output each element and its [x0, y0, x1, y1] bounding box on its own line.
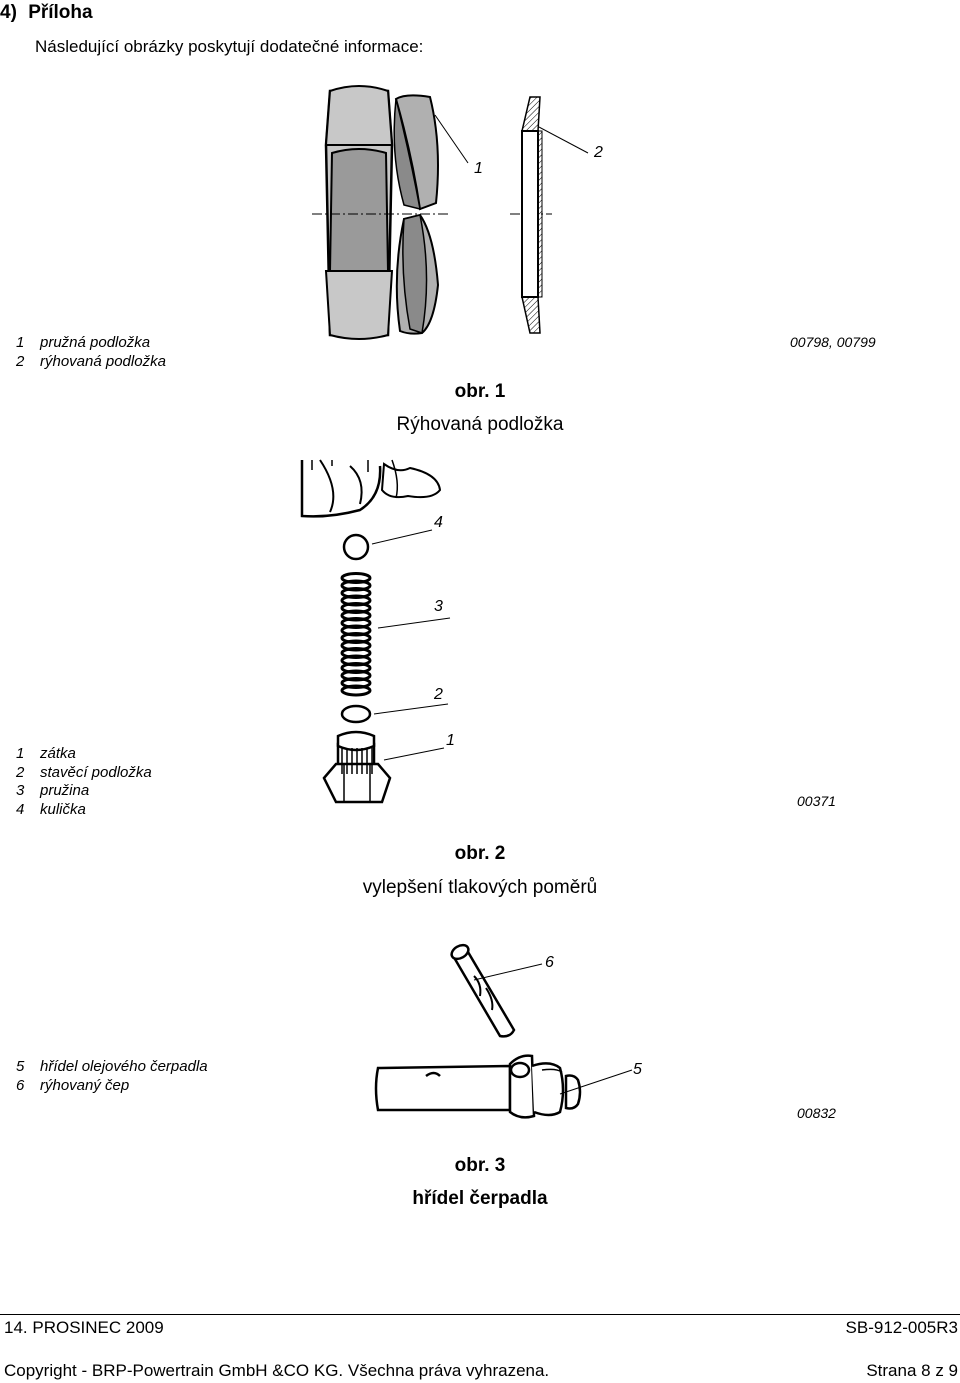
intro-text: Následující obrázky poskytují dodatečné … [35, 37, 424, 56]
figure-2-drawing [300, 459, 451, 804]
figure-2-callout-4: 4 [434, 514, 443, 531]
figure-1-code: 00798, 00799 [790, 334, 876, 350]
spring-washer [393, 94, 440, 335]
housing-fragment [300, 459, 442, 518]
figure-2-callout-2: 2 [434, 686, 443, 703]
figure-1-number: obr. 1 [454, 381, 506, 402]
figure-3-callout-5: 5 [633, 1061, 642, 1078]
spring-coil [340, 684, 372, 697]
section-title: Příloha [28, 2, 93, 23]
figure-3-callout-6: 6 [545, 954, 554, 971]
ball [342, 533, 370, 561]
figure-3-number: obr. 3 [454, 1155, 506, 1176]
figure-3-code: 00832 [797, 1105, 836, 1121]
figure-1-drawing [312, 85, 589, 340]
figure-2-callout-1: 1 [446, 732, 455, 749]
shim [340, 704, 372, 724]
figure-2-callout-3: 3 [434, 598, 443, 615]
hex-nut [324, 85, 394, 340]
figure-2-title: vylepšení tlakových poměrů [362, 877, 598, 898]
figure-1-callout-2: 2 [594, 144, 603, 161]
spring [340, 572, 372, 697]
footer-rule [0, 1314, 960, 1315]
figure-1-callout-1: 1 [474, 160, 483, 177]
pump-shaft [374, 1054, 582, 1119]
section-heading: 4) Příloha [0, 2, 93, 24]
section-number: 4) [0, 2, 17, 23]
footer-copyright: Copyright - BRP-Powertrain GmbH &CO KG. … [4, 1361, 550, 1380]
footer-date: 14. PROSINEC 2009 [4, 1318, 164, 1337]
serrated-washer [521, 96, 543, 334]
plug [322, 730, 392, 804]
grooved-pin [450, 943, 516, 1038]
figure-3-title: hřídel čerpadla [412, 1188, 548, 1209]
footer-page: Strana 8 z 9 [866, 1361, 958, 1380]
figure-2-code: 00371 [797, 793, 836, 809]
figure-2-number: obr. 2 [454, 843, 506, 864]
footer-doc-id: SB-912-005R3 [845, 1318, 958, 1337]
figure-3-drawing [374, 943, 633, 1119]
figure-1-title: Rýhovaná podložka [396, 414, 564, 435]
